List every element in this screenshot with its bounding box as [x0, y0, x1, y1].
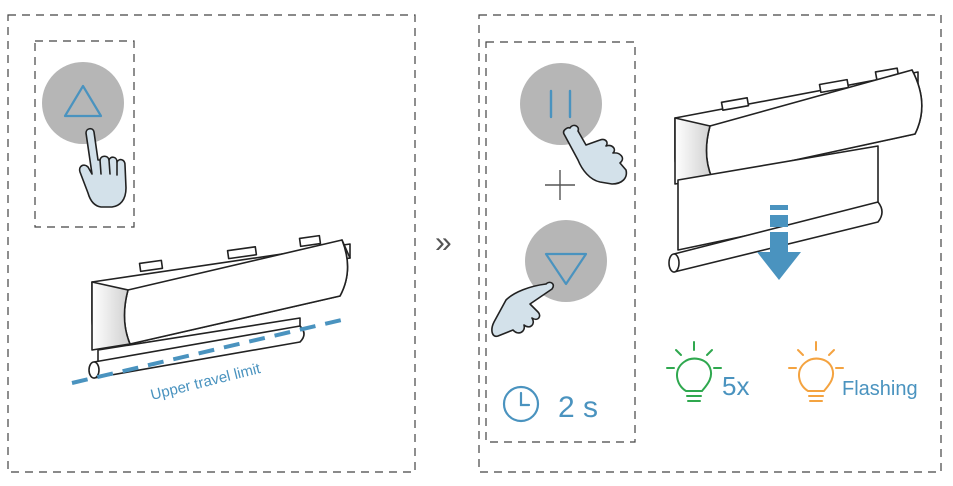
step-separator: » [435, 226, 452, 259]
left-button-inset [34, 40, 135, 228]
roller-shade-right [668, 67, 923, 273]
pointing-hand-icon [491, 281, 555, 338]
left-panel-frame [7, 14, 416, 473]
down-button[interactable] [525, 220, 607, 302]
right-button-inset [485, 41, 636, 443]
down-arrow-icon [544, 252, 588, 286]
up-arrow-icon [63, 84, 103, 118]
down-motion-arrow-icon [757, 205, 801, 280]
pause-icon [549, 89, 572, 119]
pointing-hand-icon [78, 127, 127, 208]
stop-button[interactable] [520, 63, 602, 145]
clock-icon [502, 385, 540, 423]
roller-shade-left [88, 234, 351, 379]
up-button[interactable] [42, 62, 124, 144]
upper-travel-limit-label: Upper travel limit [149, 360, 263, 404]
right-panel-frame [478, 14, 942, 473]
hold-time-label: 2 s [558, 391, 598, 424]
green-indicator-label: 5x [722, 371, 749, 401]
pointing-hand-icon [562, 124, 628, 185]
plus-icon [545, 170, 575, 200]
orange-indicator-label: Flashing [842, 378, 918, 400]
orange-lightbulb-icon [788, 341, 844, 402]
green-lightbulb-icon [666, 341, 722, 402]
upper-travel-limit-line [71, 316, 351, 385]
